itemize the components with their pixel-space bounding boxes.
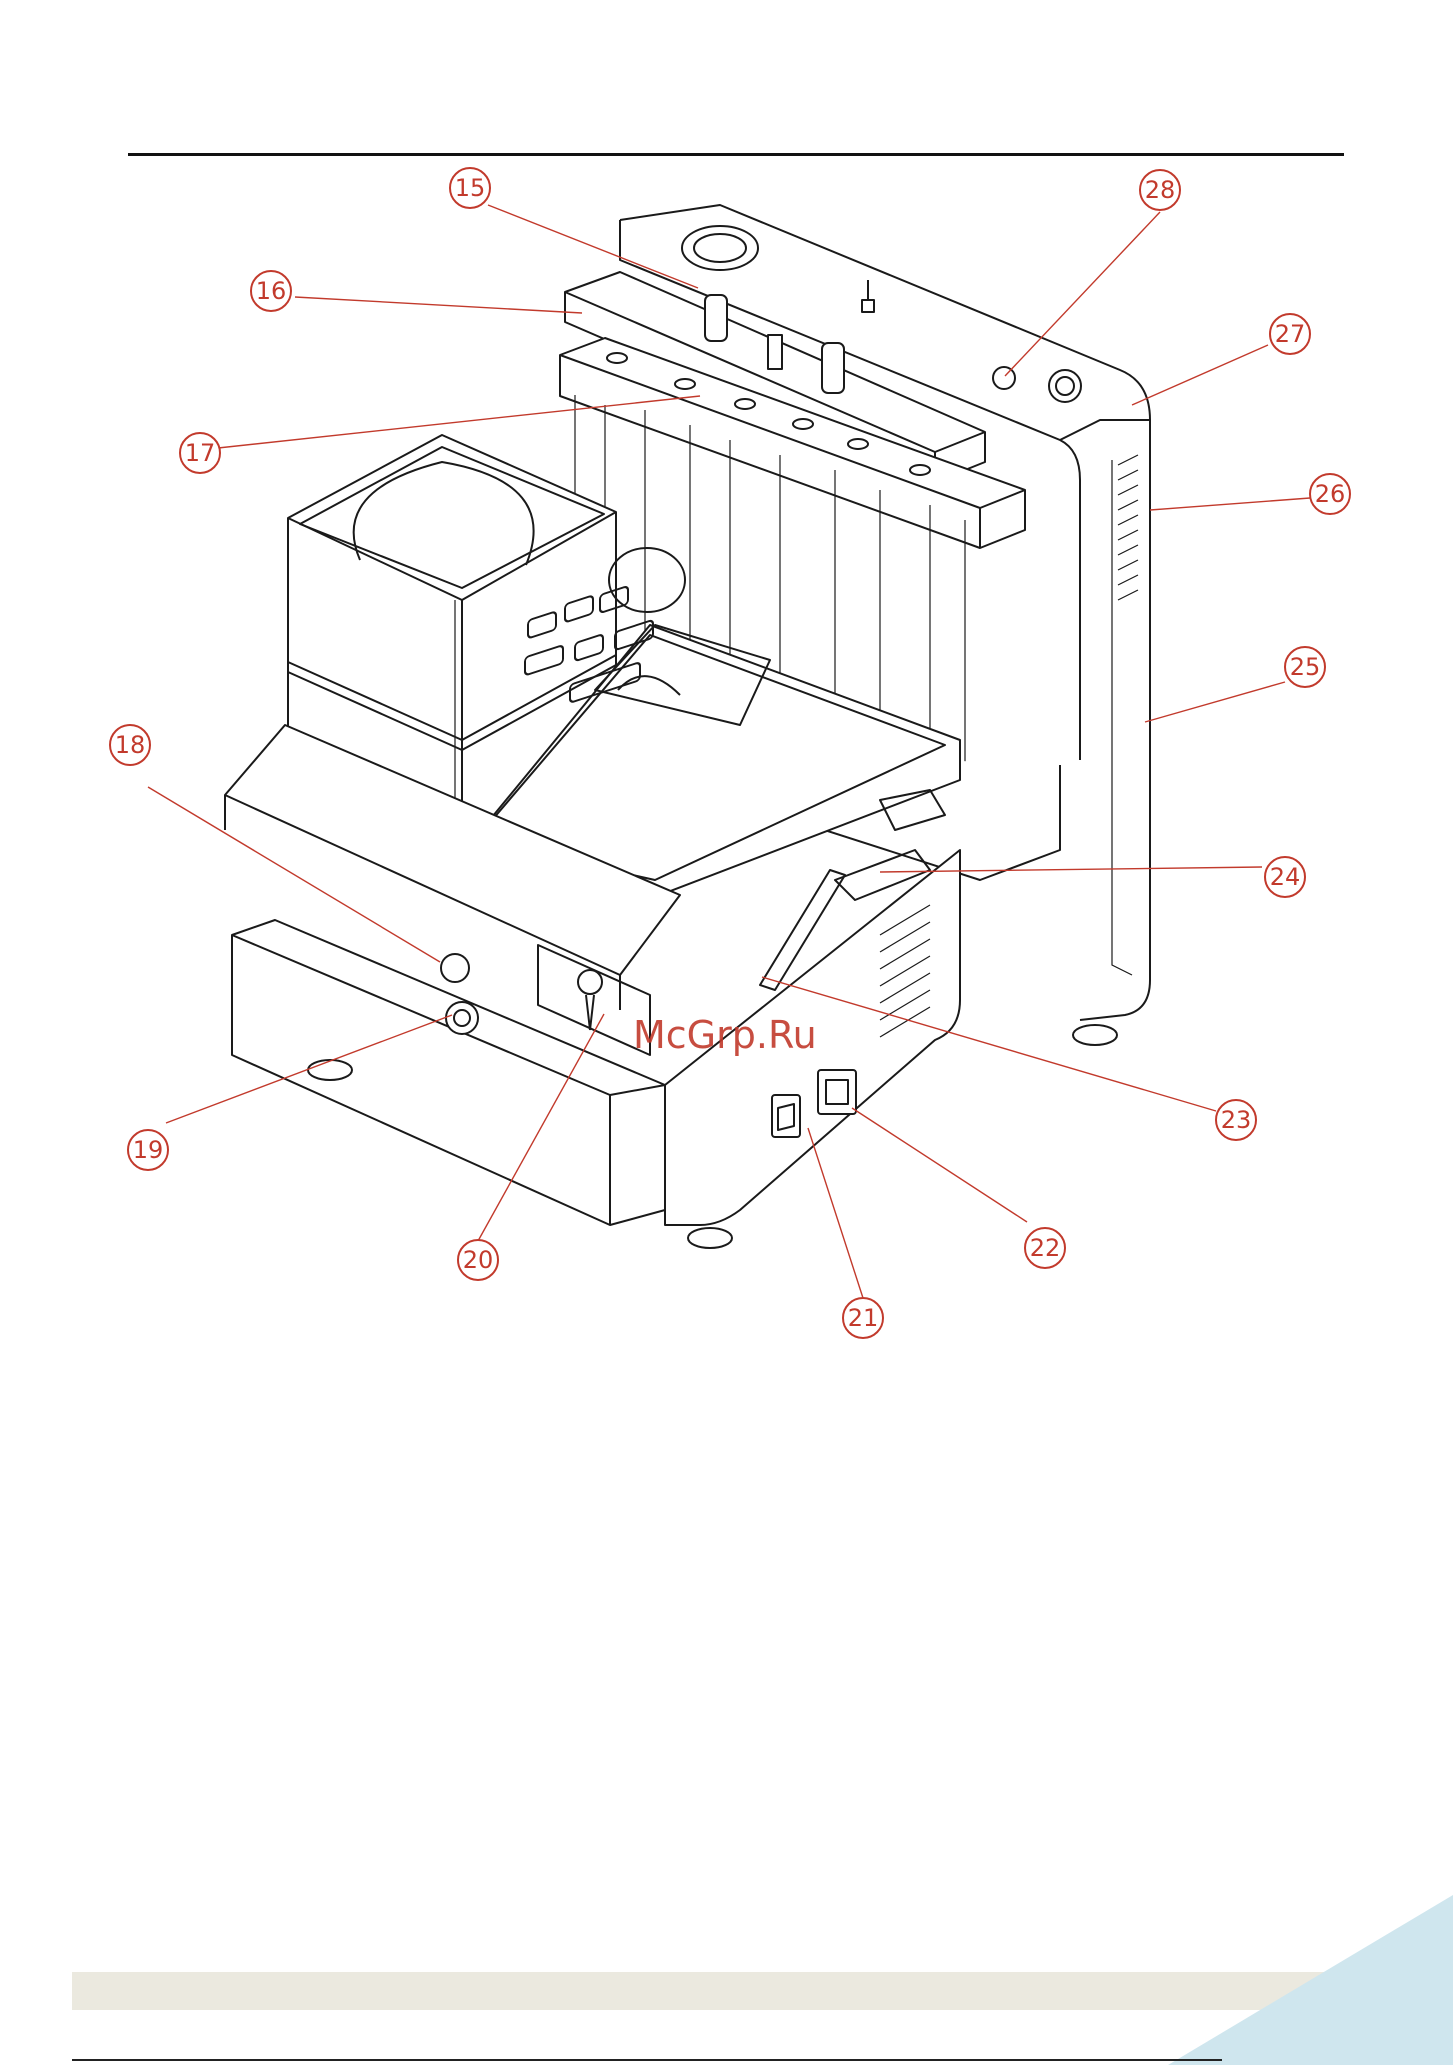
footer-rule [72, 2059, 1222, 2061]
